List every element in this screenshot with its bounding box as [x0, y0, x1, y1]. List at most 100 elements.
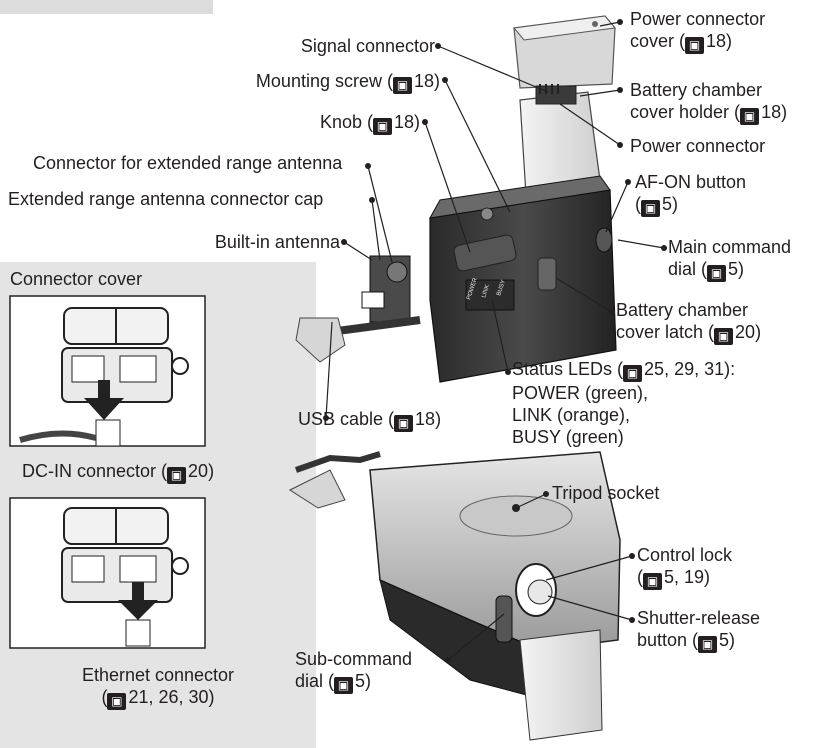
page-reference-icon [643, 573, 662, 590]
label-dc-in-connector-line-1: DC-IN connector (20) [22, 460, 214, 484]
leader-dot-6 [422, 119, 428, 125]
label-knob: Knob (18) [250, 111, 420, 135]
label-signal-connector-line-1: Signal connector [300, 36, 435, 56]
header-tab [0, 0, 213, 14]
leader-dot-13 [505, 369, 511, 375]
page-reference-icon [392, 77, 412, 94]
leader-line-6 [424, 121, 471, 253]
label-control-lock-line-2: (5, 19) [637, 566, 732, 590]
led-link-marking: LINK [481, 284, 491, 299]
leader-line-10 [343, 241, 373, 261]
label-status-leds-line-1: Status LEDs (25, 29, 31): [512, 358, 735, 382]
label-af-on-button: AF-ON button(5) [635, 171, 746, 217]
leader-dot-10 [341, 239, 347, 245]
leader-line-9 [371, 199, 381, 261]
page-reference-icon [740, 108, 760, 125]
leader-line-16 [545, 555, 633, 581]
grip-rear-view [288, 451, 621, 741]
label-battery-chamber-cover-holder-line-2: cover holder (18) [630, 101, 787, 125]
leader-line-7 [367, 165, 393, 263]
label-dc-in-connector: DC-IN connector (20) [22, 460, 214, 484]
leader-line-4 [444, 79, 511, 213]
leader-dot-1 [617, 19, 623, 25]
leader-dot-8 [625, 179, 631, 185]
label-knob-line-1: Knob (18) [250, 111, 420, 135]
page-reference-icon [641, 200, 660, 217]
label-status-leds-line-3: LINK (orange), [512, 405, 631, 425]
label-control-lock: Control lock(5, 19) [637, 544, 732, 590]
label-battery-chamber-cover-holder-line-1: Battery chamber [630, 80, 763, 100]
leader-line-14 [325, 321, 333, 419]
page-reference-icon [707, 265, 727, 282]
leader-line-18 [447, 613, 505, 661]
grip-front-view [295, 84, 617, 383]
leader-line-11 [617, 239, 665, 249]
label-connector-cover-line-1: Connector cover [10, 269, 143, 289]
label-power-connector-line-1: Power connector [630, 136, 766, 156]
label-tripod-socket: Tripod socket [552, 482, 659, 504]
label-mounting-screw: Mounting screw (18) [175, 70, 440, 94]
label-ethernet-connector: Ethernet connector(21, 26, 30) [10, 664, 306, 710]
ethernet-detail [9, 497, 206, 649]
leader-dot-4 [442, 77, 448, 83]
leader-line-12 [555, 277, 613, 313]
leader-dot-15 [543, 491, 549, 497]
page-reference-icon [107, 693, 127, 710]
label-builtin-antenna-line-1: Built-in antenna [214, 232, 340, 252]
leader-dots [323, 19, 667, 663]
label-usb-cable: USB cable (18) [298, 408, 441, 432]
leader-dot-12 [609, 309, 615, 315]
power-connector-cover [513, 15, 616, 89]
leader-dot-17 [629, 617, 635, 623]
connector-cover-detail [9, 295, 206, 447]
leader-line-13 [491, 299, 509, 373]
page-reference-icon [714, 328, 734, 345]
label-shutter-release-line-1: Shutter-release [637, 608, 761, 628]
label-battery-chamber-cover-latch-line-2: cover latch (20) [616, 321, 761, 345]
label-battery-chamber-cover-latch-line-1: Battery chamber [616, 300, 749, 320]
page-reference-icon [623, 365, 643, 382]
page-reference-icon [698, 636, 718, 653]
leader-line-17 [547, 595, 633, 621]
label-sub-command-dial-line-1: Sub-command [295, 649, 413, 669]
label-connector-extended-antenna-line-1: Connector for extended range antenna [33, 153, 343, 173]
label-ethernet-connector-line-1: Ethernet connector [81, 665, 235, 685]
label-mounting-screw-line-1: Mounting screw (18) [175, 70, 440, 94]
label-status-leds: Status LEDs (25, 29, 31):POWER (green),L… [512, 358, 735, 448]
label-af-on-button-line-1: AF-ON button [635, 172, 747, 192]
page-reference-icon [372, 118, 392, 135]
label-status-leds-line-2: POWER (green), [512, 383, 649, 403]
label-control-lock-line-1: Control lock [637, 545, 733, 565]
label-sub-command-dial-line-2: dial (5) [295, 670, 412, 694]
page-reference-icon [394, 415, 414, 432]
leader-dot-11 [661, 245, 667, 251]
label-power-connector-cover-line-1: Power connector [630, 9, 766, 29]
label-ethernet-connector-line-2: (21, 26, 30) [10, 686, 306, 710]
leader-line-15 [515, 493, 547, 509]
leader-dot-7 [365, 163, 371, 169]
label-tripod-socket-line-1: Tripod socket [552, 483, 660, 503]
leader-line-8 [605, 181, 629, 233]
page-reference-icon [167, 467, 187, 484]
leader-line-3 [579, 89, 621, 97]
label-shutter-release-line-2: button (5) [637, 629, 760, 653]
label-antenna-connector-cap-line-1: Extended range antenna connector cap [8, 189, 324, 209]
label-builtin-antenna: Built-in antenna [150, 231, 340, 253]
label-connector-cover: Connector cover [10, 268, 142, 290]
label-main-command-dial-line-2: dial (5) [668, 258, 791, 282]
leader-dot-5 [617, 142, 623, 148]
leader-dot-16 [629, 553, 635, 559]
leader-dot-14 [323, 415, 329, 421]
leader-dot-18 [445, 657, 451, 663]
leader-dot-9 [369, 197, 375, 203]
leader-dot-2 [435, 43, 441, 49]
leader-line-1 [599, 21, 621, 27]
led-busy-marking: BUSY [496, 279, 507, 296]
leader-lines [325, 21, 665, 661]
